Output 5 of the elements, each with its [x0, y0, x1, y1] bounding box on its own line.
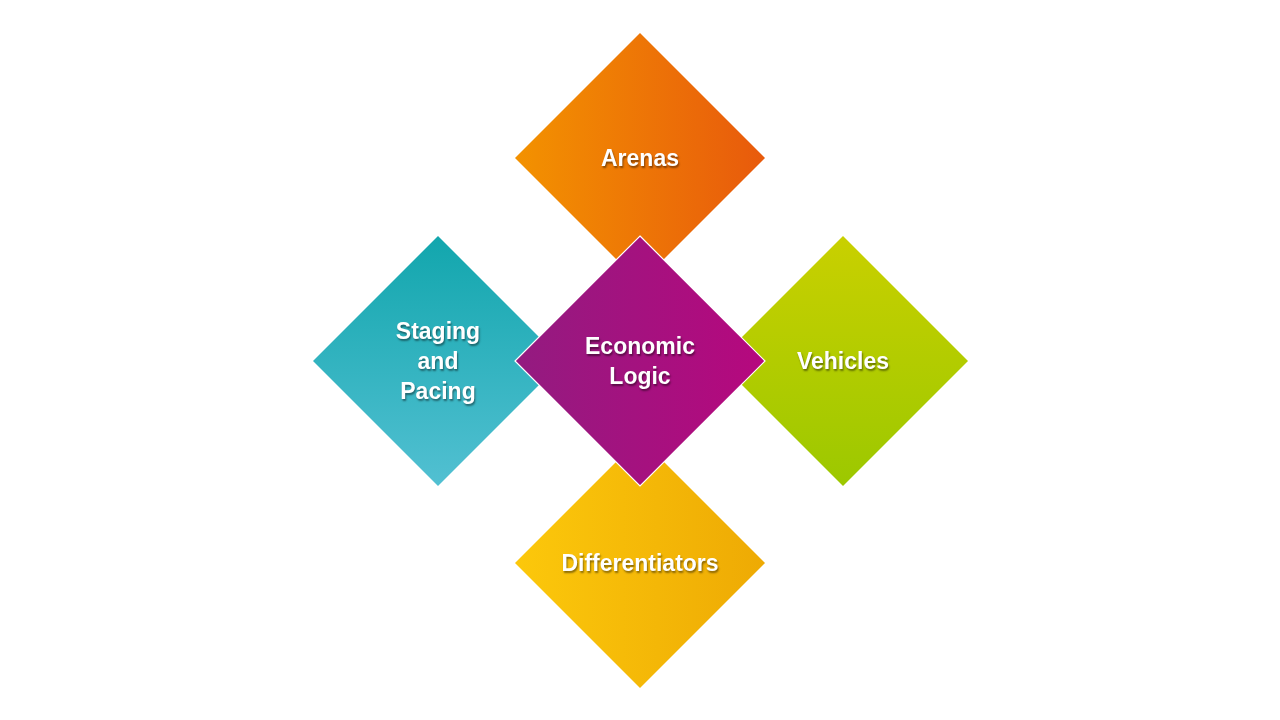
diamond-label: Differentiators: [561, 549, 719, 578]
diamond-label: Arenas: [601, 144, 679, 173]
diamond-label: Economic Logic: [584, 332, 696, 391]
diamond-label: Vehicles: [796, 347, 890, 376]
diamond-label: Staging and Pacing: [394, 317, 482, 406]
